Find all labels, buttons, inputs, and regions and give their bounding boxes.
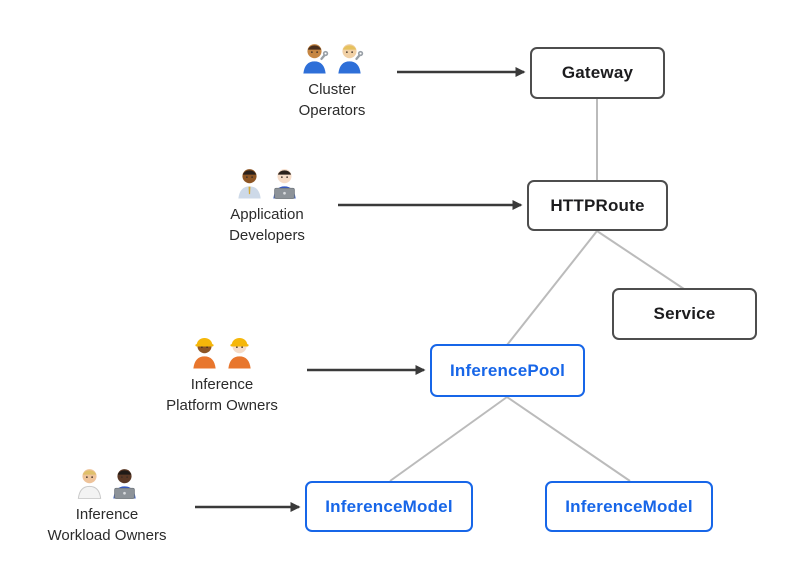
node-gateway: Gateway — [530, 47, 665, 99]
application-developers-icon — [177, 162, 357, 199]
persona-label: Cluster — [308, 81, 356, 98]
inference-workload-owners-icon — [17, 462, 197, 499]
persona-cluster-operators: Cluster Operators — [242, 37, 422, 121]
node-httproute: HTTPRoute — [527, 180, 668, 231]
persona-label: Developers — [229, 227, 305, 244]
node-service: Service — [612, 288, 757, 340]
connector-httproute-inferencepool — [506, 230, 598, 346]
cluster-operators-icon — [242, 37, 422, 74]
connector-inferencepool-inferencemodel-2 — [506, 396, 631, 482]
node-inferencemodel-left: InferenceModel — [305, 481, 473, 532]
persona-label: Inference — [190, 376, 254, 393]
connector-httproute-service — [596, 230, 685, 290]
connector-inferencepool-inferencemodel-1 — [389, 396, 508, 482]
persona-inference-workload-owners: Inference Workload Owners — [17, 462, 197, 546]
persona-inference-platform-owners: Inference Platform Owners — [132, 332, 312, 416]
node-inferencemodel-right: InferenceModel — [545, 481, 713, 532]
persona-label: Inference — [75, 506, 139, 523]
persona-application-developers: Application Developers — [177, 162, 357, 246]
persona-label: Workload Owners — [47, 527, 167, 544]
inference-platform-owners-icon — [132, 332, 312, 369]
persona-label: Platform Owners — [166, 397, 278, 414]
persona-label: Operators — [298, 102, 366, 119]
node-inferencepool: InferencePool — [430, 344, 585, 397]
persona-label: Application — [230, 206, 304, 223]
